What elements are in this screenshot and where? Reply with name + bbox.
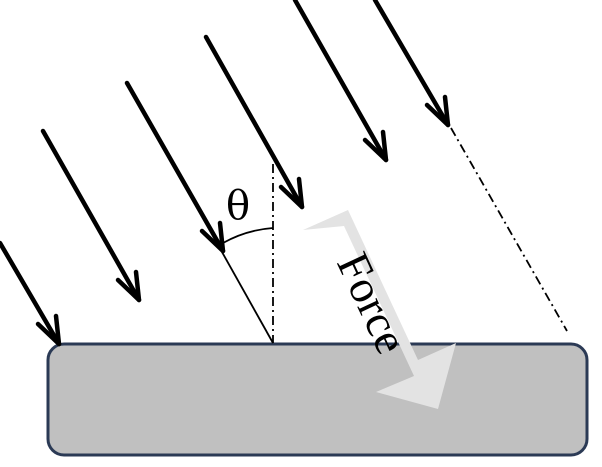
angle-arc — [222, 227, 274, 244]
ray-continuation-dashdot — [450, 127, 568, 332]
light-ray-arrow — [40, 128, 142, 303]
surface-plate — [46, 342, 589, 457]
force-arrow — [303, 210, 456, 409]
light-ray-arrow — [124, 80, 226, 254]
light-ray-arrow — [372, 0, 451, 128]
angle-theta-label: θ — [226, 183, 250, 229]
incident-light-rays — [0, 0, 451, 347]
light-ray-arrow — [203, 34, 305, 210]
light-ray-arrow — [0, 240, 62, 347]
light-ray-arrow — [292, 0, 389, 163]
ray-to-surface-line — [221, 251, 274, 344]
